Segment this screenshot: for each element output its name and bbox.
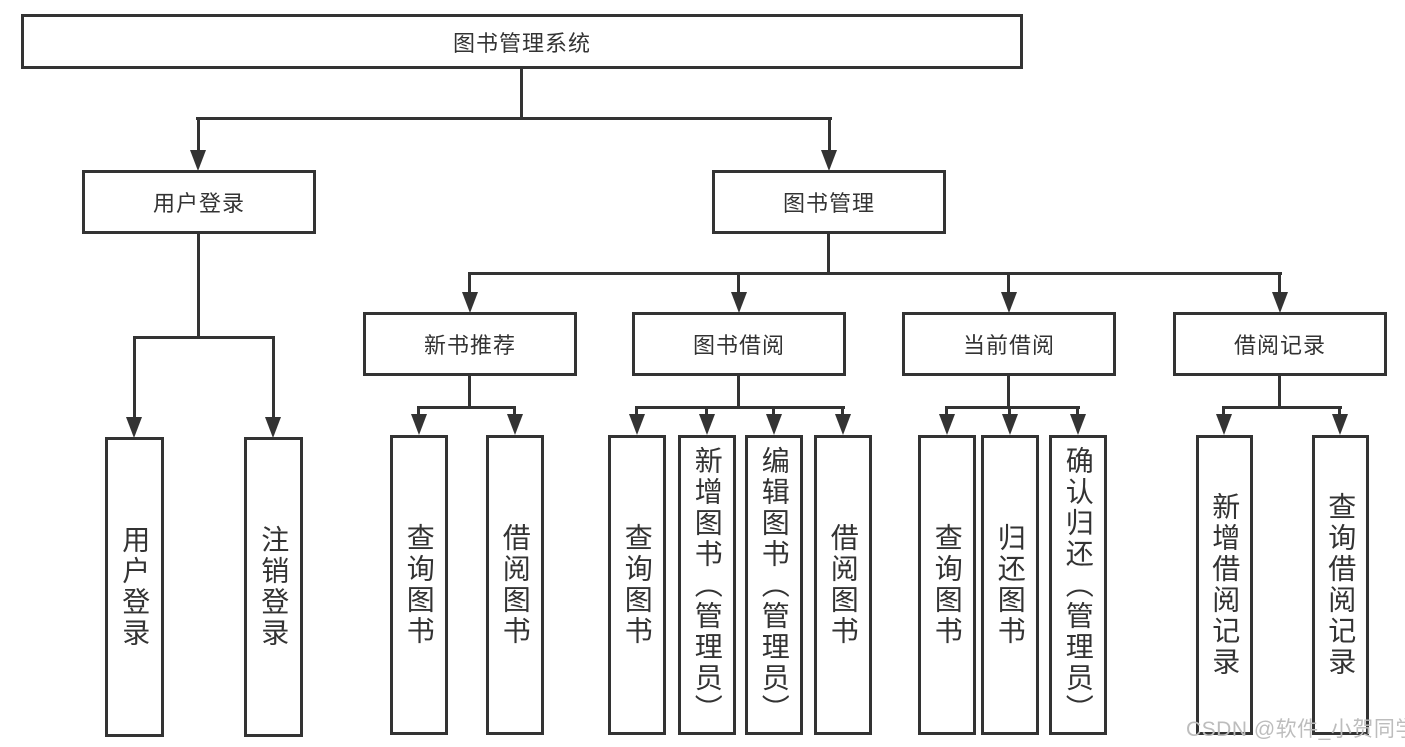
leaf-query-books-recommend: 查询图书	[390, 435, 448, 735]
arrow-down-icon	[462, 292, 478, 313]
connector-line	[197, 117, 200, 152]
connector-line	[737, 272, 740, 294]
leaf-add-borrow-record-label: 新增借阅记录	[1209, 492, 1241, 678]
leaf-query-borrow-record-label: 查询借阅记录	[1325, 492, 1357, 678]
connector-line	[772, 406, 775, 417]
connector-line	[1278, 272, 1281, 294]
connector-line	[705, 406, 708, 417]
arrow-down-icon	[1332, 414, 1348, 435]
leaf-confirm-return-admin-label: 确认归还（管理员）	[1062, 445, 1094, 725]
arrow-down-icon	[1272, 292, 1288, 313]
connector-line	[196, 117, 832, 120]
connector-line	[841, 406, 844, 417]
connector-line	[133, 336, 136, 418]
leaf-query-books-recommend-label: 查询图书	[403, 523, 435, 647]
arrow-down-icon	[939, 414, 955, 435]
connector-line	[945, 406, 1080, 409]
connector-line	[417, 406, 516, 409]
connector-line	[635, 406, 845, 409]
leaf-return-books-label: 归还图书	[994, 523, 1026, 647]
arrow-down-icon	[265, 417, 281, 438]
leaf-logout-label: 注销登录	[258, 525, 290, 649]
leaf-query-books-current: 查询图书	[918, 435, 976, 735]
leaf-edit-books-admin: 编辑图书（管理员）	[745, 435, 803, 735]
connector-line	[1222, 406, 1225, 417]
leaf-borrow-books-recommend-label: 借阅图书	[499, 523, 531, 647]
leaf-query-books-current-label: 查询图书	[931, 523, 963, 647]
node-user-login: 用户登录	[82, 170, 316, 234]
arrow-down-icon	[699, 414, 715, 435]
connector-line	[133, 336, 275, 339]
arrow-down-icon	[731, 292, 747, 313]
leaf-add-books-admin-label: 新增图书（管理员）	[691, 445, 723, 725]
connector-line	[1076, 406, 1079, 417]
arrow-down-icon	[766, 414, 782, 435]
leaf-return-books: 归还图书	[981, 435, 1039, 735]
connector-line	[468, 272, 1282, 275]
leaf-add-borrow-record: 新增借阅记录	[1196, 435, 1253, 735]
connector-line	[513, 406, 516, 417]
leaf-query-borrow-record: 查询借阅记录	[1312, 435, 1369, 735]
node-borrow-records-label: 借阅记录	[1233, 333, 1326, 358]
node-current-borrow: 当前借阅	[902, 312, 1116, 376]
node-book-borrow: 图书借阅	[632, 312, 846, 376]
leaf-borrow-books-label: 借阅图书	[827, 523, 859, 647]
node-borrow-records: 借阅记录	[1173, 312, 1387, 376]
leaf-edit-books-admin-label: 编辑图书（管理员）	[758, 445, 790, 725]
connector-line	[468, 376, 471, 409]
connector-line	[1222, 406, 1342, 409]
leaf-user-login: 用户登录	[105, 437, 164, 737]
connector-line	[945, 406, 948, 417]
connector-line	[520, 69, 523, 119]
connector-line	[272, 336, 275, 418]
connector-line	[1338, 406, 1341, 417]
connector-line	[1278, 376, 1281, 409]
arrow-down-icon	[1216, 414, 1232, 435]
node-book-management-label: 图书管理	[782, 191, 875, 216]
arrow-down-icon	[126, 417, 142, 438]
arrow-down-icon	[411, 414, 427, 435]
arrow-down-icon	[1002, 414, 1018, 435]
leaf-borrow-books: 借阅图书	[814, 435, 872, 735]
leaf-confirm-return-admin: 确认归还（管理员）	[1049, 435, 1107, 735]
leaf-add-books-admin: 新增图书（管理员）	[678, 435, 736, 735]
leaf-logout: 注销登录	[244, 437, 303, 737]
arrow-down-icon	[629, 414, 645, 435]
arrow-down-icon	[190, 150, 206, 171]
node-user-login-label: 用户登录	[152, 191, 245, 216]
connector-line	[635, 406, 638, 417]
node-root-label: 图书管理系统	[452, 30, 591, 56]
connector-line	[417, 406, 420, 417]
connector-line	[197, 234, 200, 339]
connector-line	[468, 272, 471, 294]
node-new-book-recommend-label: 新书推荐	[423, 333, 516, 358]
leaf-query-books-borrow-label: 查询图书	[621, 523, 653, 647]
arrow-down-icon	[507, 414, 523, 435]
leaf-query-books-borrow: 查询图书	[608, 435, 666, 735]
node-new-book-recommend: 新书推荐	[363, 312, 577, 376]
arrow-down-icon	[1070, 414, 1086, 435]
node-current-borrow-label: 当前借阅	[962, 333, 1055, 358]
connector-line	[1008, 406, 1011, 417]
node-book-borrow-label: 图书借阅	[692, 333, 785, 358]
node-book-management: 图书管理	[712, 170, 946, 234]
node-root: 图书管理系统	[21, 14, 1023, 69]
connector-line	[1007, 272, 1010, 294]
arrow-down-icon	[1001, 292, 1017, 313]
connector-line	[1007, 376, 1010, 409]
connector-line	[827, 234, 830, 275]
arrow-down-icon	[835, 414, 851, 435]
connector-line	[737, 376, 740, 409]
leaf-user-login-label: 用户登录	[119, 525, 151, 649]
connector-line	[828, 117, 831, 152]
arrow-down-icon	[821, 150, 837, 171]
leaf-borrow-books-recommend: 借阅图书	[486, 435, 544, 735]
csdn-watermark: CSDN @软件_小贺同学	[1186, 718, 1405, 741]
